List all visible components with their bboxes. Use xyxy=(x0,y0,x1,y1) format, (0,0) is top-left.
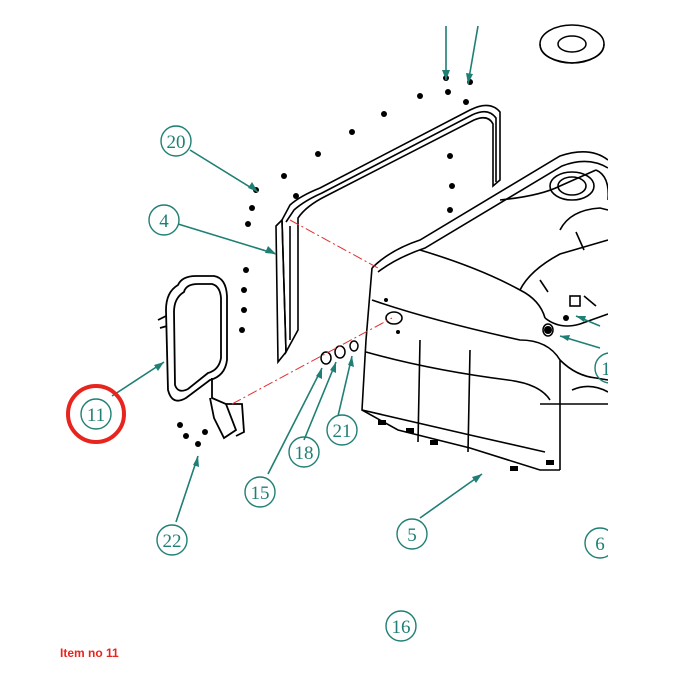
callout-6: 6 xyxy=(595,534,605,555)
gasket-frame-part xyxy=(275,104,501,365)
cabin-body-part xyxy=(361,151,610,471)
callouts xyxy=(80,125,626,642)
right-crop-mask xyxy=(608,0,700,640)
mirror-part xyxy=(157,275,245,440)
callout-4: 4 xyxy=(159,211,169,232)
callout-20: 20 xyxy=(167,132,186,153)
callout-16: 16 xyxy=(392,617,411,638)
callout-22: 22 xyxy=(163,531,182,552)
center-lines xyxy=(231,219,393,405)
cabin-slots xyxy=(378,298,569,471)
callout-21: 21 xyxy=(333,421,352,442)
callout-1: 1 xyxy=(601,359,611,380)
leader-arrowheads xyxy=(154,70,586,483)
callout-11: 11 xyxy=(87,405,105,426)
callout-18: 18 xyxy=(295,443,314,464)
item-caption: Item no 11 xyxy=(60,646,119,660)
highlight-ring xyxy=(66,384,126,444)
round-cap-part xyxy=(539,24,605,64)
nut-washer-parts xyxy=(320,323,554,365)
callout-5: 5 xyxy=(407,525,417,546)
callout-15: 15 xyxy=(251,483,270,504)
leader-lines xyxy=(111,25,601,523)
gasket-screws xyxy=(177,75,473,447)
